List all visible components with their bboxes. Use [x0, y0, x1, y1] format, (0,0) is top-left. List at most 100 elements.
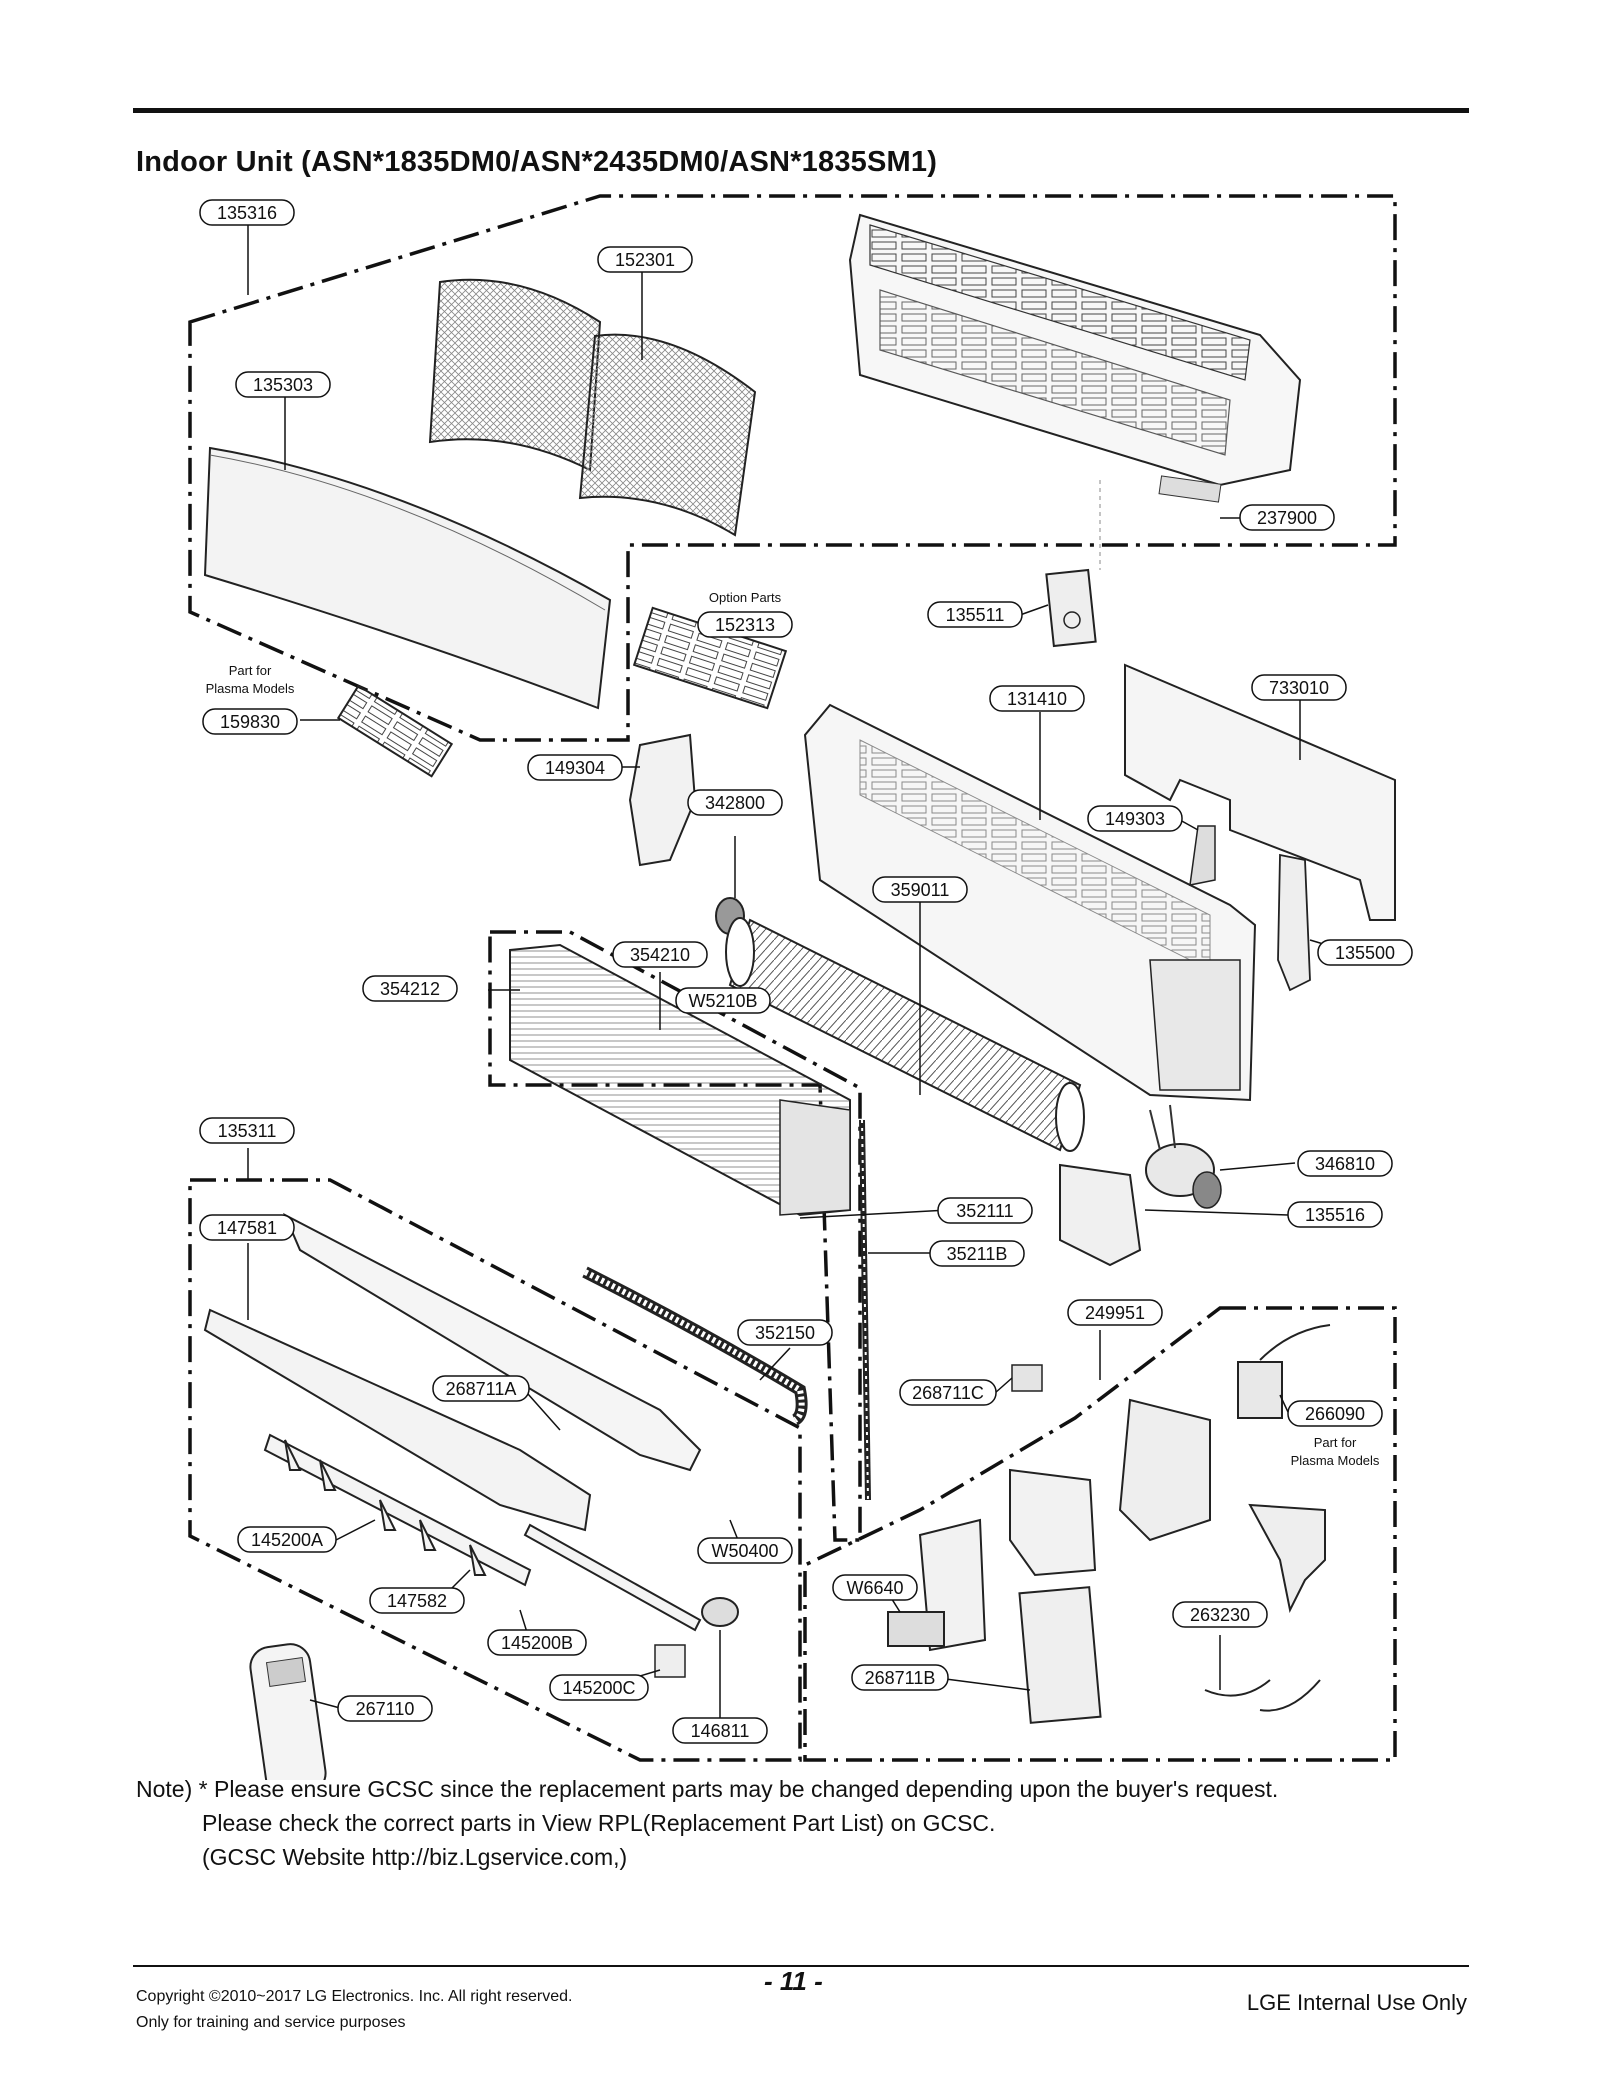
callout-733010: 733010: [1251, 674, 1347, 701]
svg-text:135303: 135303: [253, 375, 313, 395]
svg-text:268711A: 268711A: [446, 1379, 517, 1399]
callout-267110: 267110: [337, 1695, 433, 1722]
callout-152313: 152313: [697, 611, 793, 638]
insulator-268711C: [1011, 1364, 1043, 1392]
callout-147581: 147581: [199, 1214, 295, 1241]
callout-149303: 149303: [1087, 805, 1183, 832]
callout-146811: 146811: [672, 1717, 768, 1744]
callout-237900: 237900: [1239, 504, 1335, 531]
svg-text:249951: 249951: [1085, 1303, 1145, 1323]
svg-text:263230: 263230: [1190, 1605, 1250, 1625]
top-rule: [133, 108, 1469, 113]
svg-text:147582: 147582: [387, 1591, 447, 1611]
refrigerant-pipe: [859, 1119, 871, 1501]
display-pcb-part: [1045, 568, 1097, 648]
svg-text:352150: 352150: [755, 1323, 815, 1343]
callout-135500: 135500: [1317, 939, 1413, 966]
svg-text:147581: 147581: [217, 1218, 277, 1238]
svg-text:342800: 342800: [705, 793, 765, 813]
plasma-module-part: [336, 684, 454, 778]
callout-W5210B: W5210B: [675, 987, 771, 1014]
svg-text:159830: 159830: [220, 712, 280, 732]
evaporator: [509, 943, 851, 1217]
svg-text:149303: 149303: [1105, 809, 1165, 829]
copyright-text: Copyright ©2010~2017 LG Electronics. Inc…: [136, 1988, 573, 2005]
svg-text:145200C: 145200C: [562, 1678, 635, 1698]
chassis-top: [848, 213, 1302, 487]
callout-135303: 135303: [235, 371, 331, 398]
control-box-bracket: [1248, 1503, 1326, 1614]
discharge-grille: [203, 1308, 592, 1532]
page-number: - 11 -: [764, 1966, 823, 1996]
svg-text:267110: 267110: [356, 1699, 415, 1719]
svg-text:W50400: W50400: [711, 1541, 778, 1561]
callout-145200A: 145200A: [237, 1526, 337, 1553]
note-line-2: Please check the correct parts in View R…: [202, 1810, 996, 1836]
vertical-vanes: [263, 1433, 702, 1632]
callout-263230: 263230: [1172, 1601, 1268, 1628]
callout-145200C: 145200C: [549, 1674, 649, 1701]
callout-268711A: 268711A: [432, 1375, 530, 1402]
callout-342800: 342800: [687, 789, 783, 816]
svg-text:733010: 733010: [1269, 678, 1329, 698]
svg-text:W6640: W6640: [846, 1578, 903, 1598]
callout-352150: 352150: [737, 1319, 833, 1346]
plasma-label-right-line2: Plasma Models: [1291, 1453, 1380, 1468]
sensor-wire: [1204, 1679, 1321, 1712]
callout-266090: 266090: [1287, 1400, 1383, 1427]
plasma-label-right-line1: Part for: [1314, 1435, 1357, 1450]
fan-motor: [1145, 1104, 1222, 1209]
cross-flow-fan: [725, 917, 1085, 1152]
callout-354212: 354212: [362, 975, 458, 1002]
svg-text:131410: 131410: [1007, 689, 1067, 709]
svg-text:135516: 135516: [1305, 1205, 1365, 1225]
remote-control: [249, 1643, 327, 1780]
discharge-frame: [282, 1212, 702, 1472]
callout-359011: 359011: [872, 876, 968, 903]
stepping-motor: [654, 1597, 739, 1678]
plasma-label-left-line1: Part for: [229, 663, 272, 678]
svg-text:268711B: 268711B: [865, 1668, 936, 1688]
callout-352111: 352111: [937, 1197, 1033, 1224]
svg-text:346810: 346810: [1315, 1154, 1375, 1174]
training-text: Only for training and service purposes: [136, 2014, 406, 2031]
svg-text:152313: 152313: [715, 615, 775, 635]
callout-135311: 135311: [199, 1117, 295, 1144]
bracket-149304: [628, 733, 697, 867]
replacement-note: Note) * Please ensure GCSC since the rep…: [136, 1772, 1278, 1874]
callout-147582: 147582: [369, 1587, 465, 1614]
callout-W6640: W6640: [832, 1574, 918, 1601]
display-cover-part: [1158, 475, 1222, 503]
note-line-3: (GCSC Website http://biz.Lgservice.com,): [202, 1844, 628, 1870]
internal-use-label: LGE Internal Use Only: [1246, 1990, 1467, 2015]
svg-text:149304: 149304: [545, 758, 605, 778]
svg-text:266090: 266090: [1305, 1404, 1365, 1424]
motor-holder: [1059, 1163, 1142, 1267]
svg-text:W5210B: W5210B: [688, 991, 757, 1011]
svg-text:354212: 354212: [380, 979, 440, 999]
boundary-control-box: [803, 1306, 1397, 1762]
callout-W50400: W50400: [697, 1537, 793, 1564]
callout-268711B: 268711B: [851, 1664, 949, 1691]
bottom-rule: [133, 1965, 1469, 1967]
note-line-1: Note) * Please ensure GCSC since the rep…: [136, 1776, 1279, 1802]
bracket-149303: [1189, 825, 1216, 886]
svg-text:359011: 359011: [891, 880, 950, 900]
plasma-label-left-line2: Plasma Models: [206, 681, 295, 696]
page-title: Indoor Unit (ASN*1835DM0/ASN*2435DM0/ASN…: [136, 146, 938, 178]
callout-152301: 152301: [597, 246, 693, 273]
group-boundaries: [188, 194, 1397, 1762]
callout-131410: 131410: [989, 685, 1085, 712]
callout-145200B: 145200B: [487, 1629, 587, 1656]
callout-159830: 159830: [202, 708, 298, 735]
control-box-cover: [918, 1398, 1211, 1652]
boundary-evaporator: [488, 930, 862, 1542]
svg-text:135316: 135316: [217, 203, 277, 223]
callout-354210: 354210: [612, 941, 708, 968]
terminal-block: [887, 1611, 945, 1647]
svg-text:135500: 135500: [1335, 943, 1395, 963]
svg-text:237900: 237900: [1257, 508, 1317, 528]
boundary-front-panel: [188, 194, 1397, 742]
drain-pipe-part: [1277, 853, 1311, 992]
exploded-parts-diagram: 135316 152301 135303 237900 135511 Optio…: [188, 194, 1413, 1780]
